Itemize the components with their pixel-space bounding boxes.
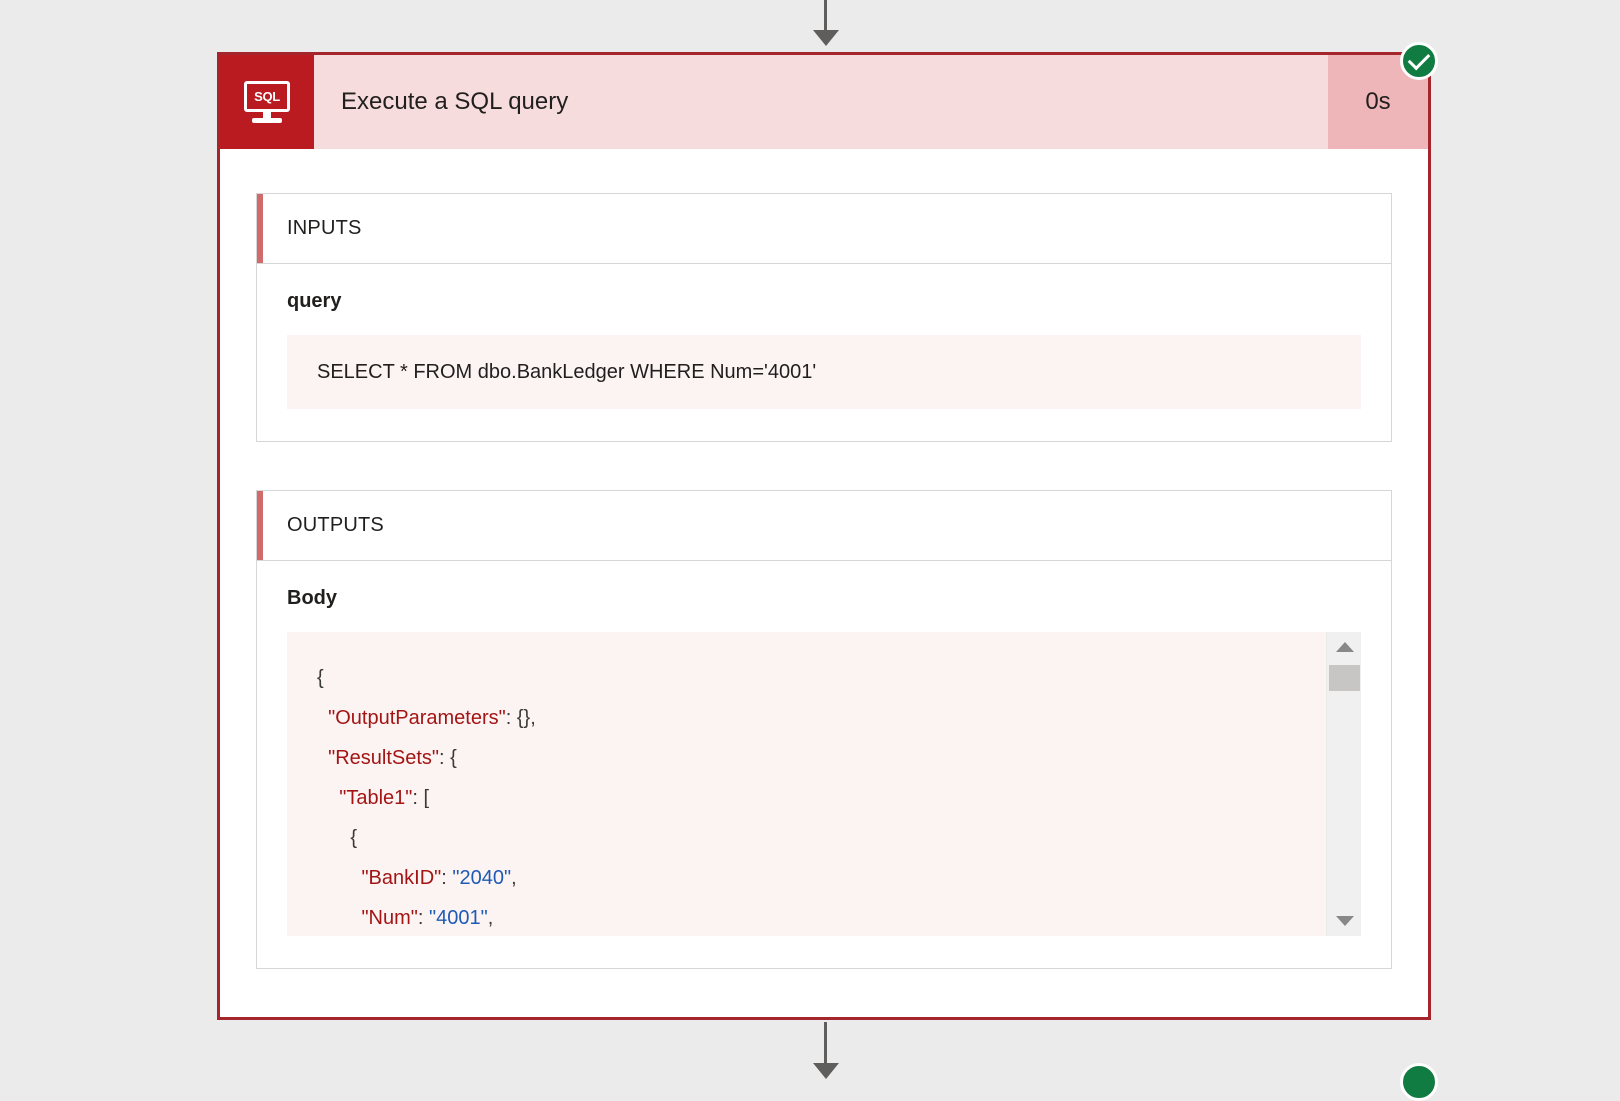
json-line: { — [317, 658, 1361, 698]
json-token-key: "BankID" — [361, 867, 442, 889]
outputs-panel-header[interactable]: OUTPUTS — [257, 491, 1391, 561]
inputs-section-label: INPUTS — [287, 217, 362, 239]
inputs-query-value: SELECT * FROM dbo.BankLedger WHERE Num='… — [287, 335, 1361, 409]
outputs-body-json-code: { "OutputParameters": {}, "ResultSets": … — [287, 632, 1361, 936]
action-title: Execute a SQL query — [341, 88, 569, 115]
json-token-punct: : [ — [412, 787, 430, 809]
json-line: "Num": "4001", — [317, 898, 1361, 936]
outputs-panel-content: Body { "OutputParameters": {}, "ResultSe… — [257, 561, 1391, 968]
action-title-area: Execute a SQL query — [314, 55, 1328, 149]
action-card-body: INPUTS query SELECT * FROM dbo.BankLedge… — [220, 149, 1428, 969]
json-token-punct: : — [441, 867, 453, 889]
json-token-key: "OutputParameters" — [328, 707, 506, 729]
scrollbar-thumb[interactable] — [1329, 665, 1360, 691]
json-token-punct: : { — [439, 747, 457, 769]
connector-arrow-top-icon — [813, 30, 839, 46]
connector-arrow-bottom-icon — [813, 1063, 839, 1079]
json-line: "BankID": "2040", — [317, 858, 1361, 898]
action-status-badge-success — [1400, 42, 1438, 80]
action-card-header[interactable]: SQL Execute a SQL query 0s — [220, 55, 1428, 149]
json-token-punct: : {}, — [505, 707, 536, 729]
outputs-body-json-viewer[interactable]: { "OutputParameters": {}, "ResultSets": … — [287, 632, 1361, 936]
inputs-panel-header[interactable]: INPUTS — [257, 194, 1391, 264]
sql-icon-base — [252, 118, 282, 123]
connector-line-top — [824, 0, 827, 32]
chevron-up-icon — [1335, 642, 1354, 652]
chevron-down-icon — [1335, 916, 1354, 926]
sql-connector-icon-tile: SQL — [220, 55, 314, 149]
sql-icon-screen: SQL — [244, 81, 290, 112]
json-token-string: "2040" — [452, 867, 512, 889]
connector-line-bottom — [824, 1022, 827, 1066]
inputs-panel: INPUTS query SELECT * FROM dbo.BankLedge… — [256, 193, 1392, 442]
json-token-punct: , — [511, 867, 517, 889]
inputs-panel-content: query SELECT * FROM dbo.BankLedger WHERE… — [257, 264, 1391, 441]
json-line: { — [317, 818, 1361, 858]
json-line: "OutputParameters": {}, — [317, 698, 1361, 738]
json-token-punct: { — [317, 667, 324, 689]
json-token-punct: , — [487, 907, 494, 929]
outputs-body-label: Body — [287, 587, 337, 609]
check-icon — [1407, 47, 1431, 71]
json-token-key: "Num" — [361, 907, 418, 929]
sql-database-icon: SQL — [244, 81, 290, 123]
json-token-punct: { — [350, 827, 358, 849]
outputs-body-scrollbar[interactable] — [1326, 632, 1361, 936]
action-card-execute-sql-query[interactable]: SQL Execute a SQL query 0s INPUTS query … — [217, 52, 1431, 1020]
scroll-down-button[interactable] — [1327, 906, 1361, 936]
json-token-string: "4001" — [429, 907, 488, 929]
json-token-key: "ResultSets" — [328, 747, 440, 769]
action-duration: 0s — [1365, 88, 1391, 115]
scroll-up-button[interactable] — [1327, 632, 1361, 662]
json-line: "Table1": [ — [317, 778, 1361, 818]
json-token-punct: : — [417, 907, 430, 929]
sql-icon-label: SQL — [254, 89, 280, 104]
json-token-key: "Table1" — [339, 787, 413, 809]
inputs-accent-bar — [257, 194, 263, 263]
outputs-panel: OUTPUTS Body { "OutputParameters": {}, "… — [256, 490, 1392, 969]
json-line: "ResultSets": { — [317, 738, 1361, 778]
sql-icon-neck — [263, 112, 271, 118]
inputs-query-label: query — [287, 290, 342, 312]
outputs-accent-bar — [257, 491, 263, 560]
outputs-section-label: OUTPUTS — [287, 514, 384, 536]
next-action-status-badge — [1400, 1063, 1438, 1101]
